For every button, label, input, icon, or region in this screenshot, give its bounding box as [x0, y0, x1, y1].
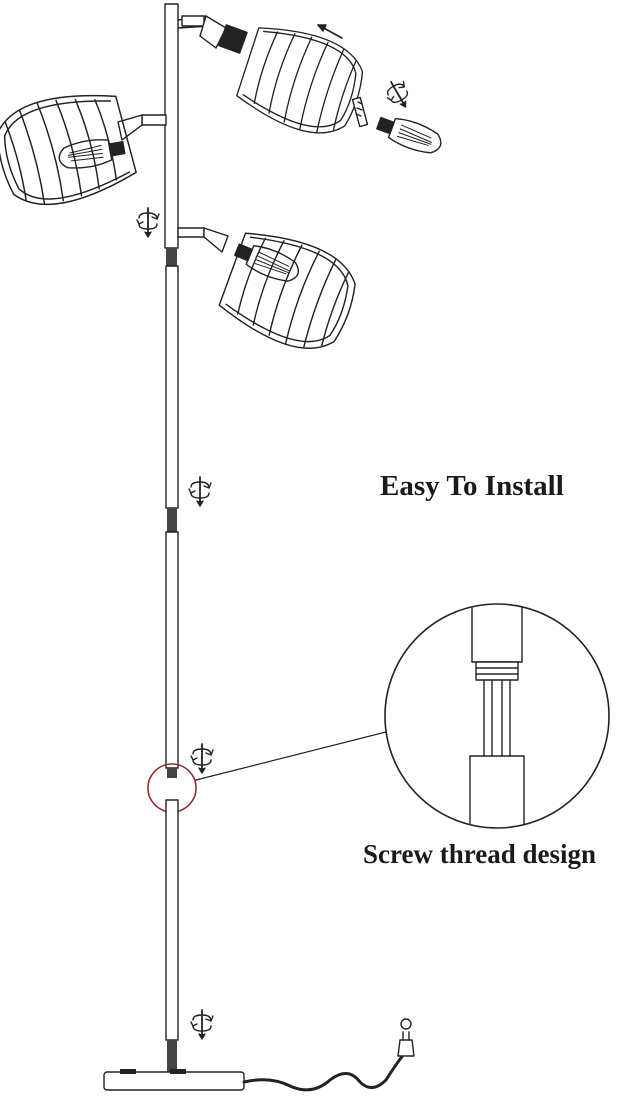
- lamp-base: [103, 1069, 245, 1091]
- lamp-shade-top: [232, 17, 373, 145]
- middle-shade-arm: [177, 227, 229, 253]
- top-shade-arm: [177, 15, 248, 54]
- easy-to-install-title: Easy To Install: [380, 470, 564, 502]
- washer-ring: [351, 96, 369, 128]
- rotate-arrow-icon: [380, 75, 416, 114]
- rotate-arrow-icon: [188, 476, 212, 507]
- screw-thread-design-caption: Screw thread design: [363, 839, 597, 869]
- direction-arrow-icon: [317, 24, 343, 39]
- light-bulb-separate: [373, 110, 446, 159]
- lamp-shade-middle: [213, 222, 367, 362]
- rotate-arrow-icon: [136, 207, 160, 238]
- pole-section-4: [165, 799, 179, 1072]
- power-plug-icon: [397, 1018, 415, 1057]
- pole-section-3: [165, 531, 179, 778]
- light-bulb-left: [56, 134, 127, 173]
- screw-thread-detail-callout: [384, 603, 610, 829]
- pole-section-2: [165, 265, 179, 532]
- upper-pole: [164, 3, 179, 266]
- rotate-arrow-icon: [190, 1009, 214, 1040]
- rotate-arrow-icon: [190, 743, 214, 774]
- left-shade-arm: [117, 114, 167, 141]
- callout-leader-line: [195, 731, 387, 781]
- power-cord: [242, 1052, 406, 1092]
